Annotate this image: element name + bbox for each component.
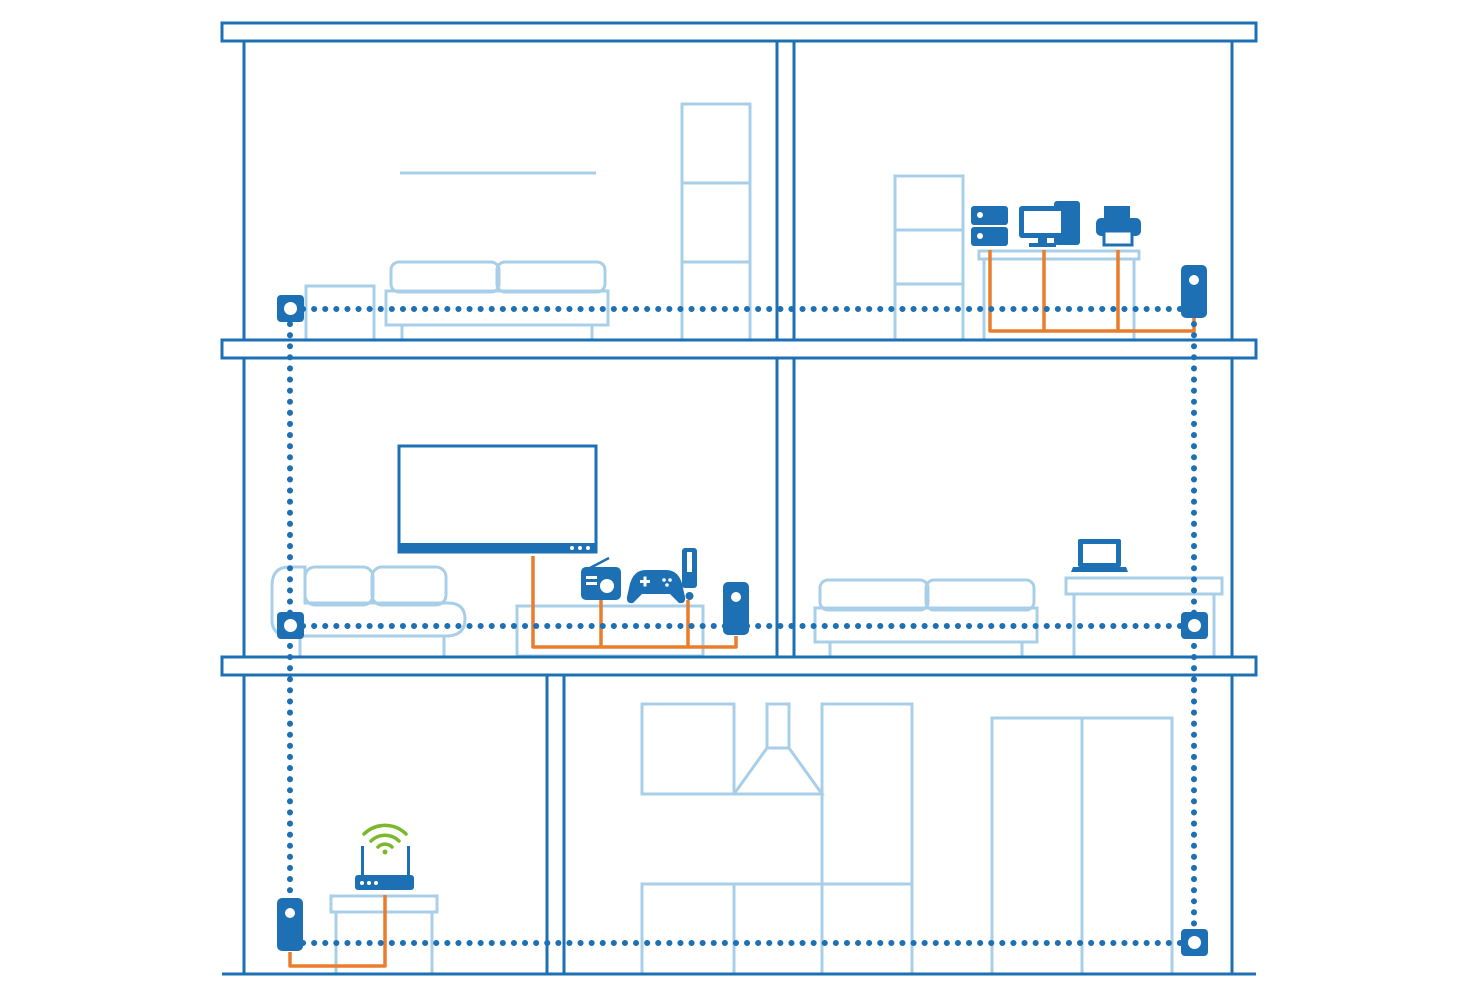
- ethernet-ground-floor: [288, 895, 387, 968]
- wifi-icon: [362, 823, 408, 855]
- adapter-mid-left: [277, 612, 304, 639]
- ethernet-middle-floor: [531, 556, 738, 649]
- side-table-middle-right: [1064, 576, 1224, 656]
- ethernet-top-floor: [988, 250, 1196, 333]
- partition-top: [775, 39, 796, 342]
- wardrobe: [990, 716, 1174, 976]
- gamepad-icon: [626, 548, 697, 604]
- floor-slab-lower: [220, 655, 1258, 677]
- laptop-icon: [1071, 539, 1128, 572]
- sofa-top-left: [384, 260, 610, 340]
- desk-top-right: [977, 249, 1141, 340]
- adapter-top-left: [277, 295, 304, 322]
- side-table-top-left: [304, 284, 376, 342]
- adapter-mid-center: [723, 582, 749, 635]
- furniture-layer: [270, 102, 1224, 976]
- ethernet-cables: [288, 250, 1196, 968]
- house-structure: [220, 21, 1258, 976]
- tv-icon: [397, 444, 598, 554]
- partition-middle: [775, 356, 796, 659]
- adapter-top-right: [1181, 265, 1207, 318]
- bookcase-top-right: [893, 174, 965, 342]
- range-hood: [731, 702, 825, 796]
- server-icon: [971, 206, 1008, 246]
- bookcase-top-left: [680, 102, 752, 342]
- printer-icon: [1096, 206, 1141, 247]
- powerline-circuit: [287, 306, 1197, 946]
- adapter-ground-right: [1181, 929, 1208, 956]
- radio-icon: [581, 556, 621, 600]
- kitchen-cabinets: [640, 702, 914, 976]
- router-icon: [355, 846, 414, 890]
- sofa-middle-left: [270, 565, 467, 656]
- devices: [277, 201, 1208, 956]
- partition-ground: [545, 673, 566, 976]
- floor-slab-upper: [220, 338, 1258, 360]
- desktop-pc-icon: [1019, 201, 1080, 247]
- sofa-middle-right: [813, 578, 1039, 656]
- adapter-ground-left: [277, 898, 303, 951]
- adapter-mid-right: [1181, 612, 1208, 639]
- roof-slab: [220, 21, 1258, 43]
